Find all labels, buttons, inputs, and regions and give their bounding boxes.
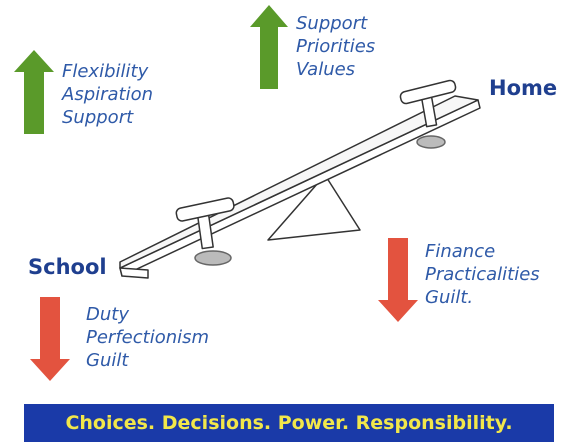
banner-text: Choices. Decisions. Power. Responsibilit… (65, 412, 513, 434)
arrow-down-shape (30, 297, 70, 381)
label-line: Finance (425, 241, 496, 262)
school-label: School (28, 255, 107, 279)
arrow-up-shape (250, 5, 288, 89)
label-line: Values (296, 59, 356, 80)
label-line: Support (296, 13, 368, 34)
home-down-labels: Finance Practicalities Guilt. (425, 240, 540, 309)
school-down-labels: Duty Perfectionism Guilt (86, 303, 209, 372)
label-line: Practicalities (425, 264, 540, 285)
home-seat-shadow (416, 135, 446, 149)
school-seat-handle (175, 197, 235, 222)
school-seat-shadow (194, 250, 232, 266)
arrow-down-shape (378, 238, 418, 322)
seesaw-fulcrum (267, 174, 361, 241)
seesaw-board-end (119, 267, 149, 279)
label-line: Flexibility (62, 61, 149, 82)
label-line: Support (62, 107, 134, 128)
bottom-banner: Choices. Decisions. Power. Responsibilit… (24, 404, 554, 442)
arrow-down-icon (30, 297, 70, 381)
home-up-labels: Support Priorities Values (296, 12, 375, 81)
arrow-down-icon (378, 238, 418, 322)
arrow-up-shape (14, 50, 54, 134)
label-line: Guilt (86, 350, 129, 371)
label-line: Perfectionism (86, 327, 210, 348)
label-line: Guilt. (425, 287, 474, 308)
school-up-labels: Flexibility Aspiration Support (62, 60, 153, 129)
label-line: Aspiration (62, 84, 154, 105)
home-label: Home (489, 76, 558, 100)
label-line: Priorities (296, 36, 376, 57)
home-seat-handle (399, 79, 457, 105)
label-line: Duty (86, 304, 129, 325)
arrow-up-icon (250, 5, 288, 89)
arrow-up-icon (14, 50, 54, 134)
